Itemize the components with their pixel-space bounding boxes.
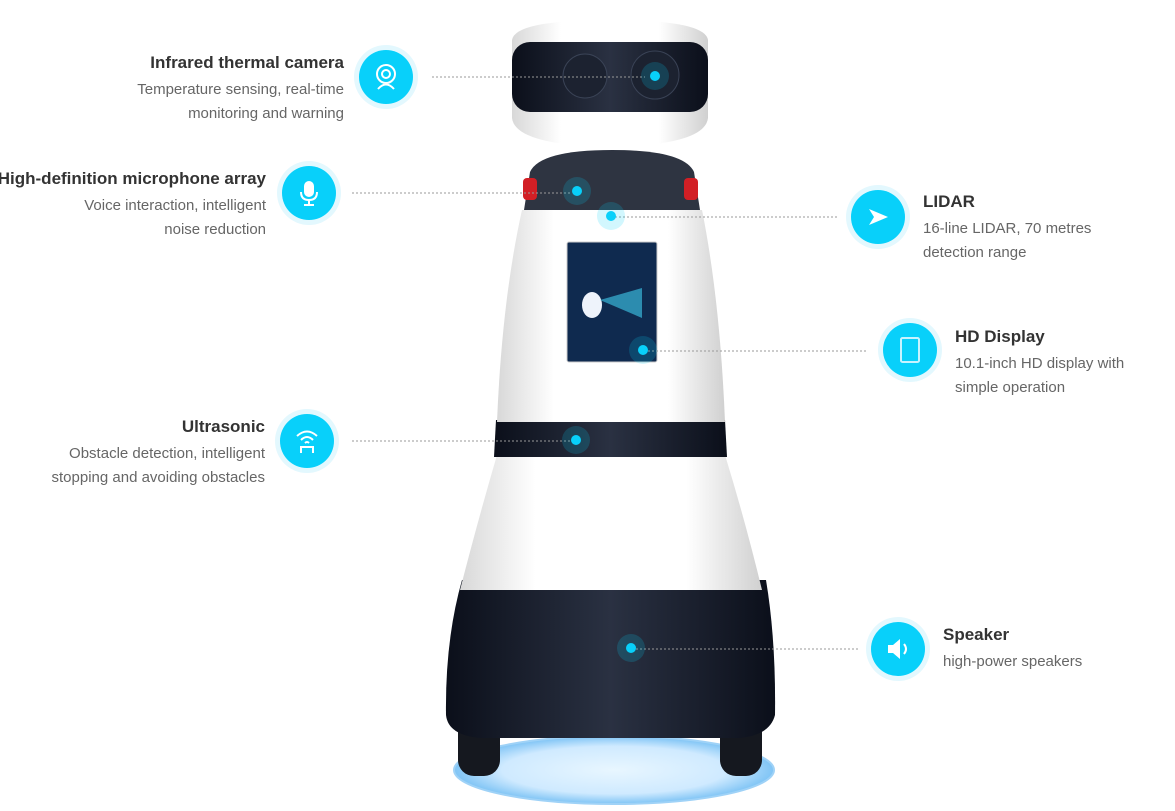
- webcam-icon: [354, 45, 418, 109]
- hotspots: [562, 62, 669, 662]
- feature-desc-line: 10.1-inch HD display with: [955, 355, 1125, 372]
- feature-ultrasonic: Ultrasonic Obstacle detection, intellige…: [0, 416, 266, 490]
- feature-speaker: Speaker high-power speakers: [943, 624, 1175, 674]
- feature-title: Speaker: [943, 625, 1010, 644]
- feature-microphone: High-definition microphone array Voice i…: [0, 168, 266, 242]
- feature-desc-line: high-power speakers: [943, 653, 1083, 670]
- ultrasonic-hotspot: [571, 435, 581, 445]
- feature-desc-line: detection range: [923, 244, 1027, 261]
- robot-base: [445, 580, 776, 738]
- feature-display: HD Display 10.1-inch HD display with sim…: [955, 326, 1175, 400]
- feature-desc-line: simple operation: [955, 379, 1066, 396]
- display-hotspot: [638, 345, 648, 355]
- ultrasonic-belt: [494, 420, 727, 457]
- feature-desc-line: noise reduction: [164, 221, 266, 238]
- feature-desc-line: stopping and avoiding obstacles: [51, 469, 266, 486]
- feature-camera: Infrared thermal camera Temperature sens…: [0, 52, 344, 126]
- robot-neck: [524, 150, 700, 210]
- tablet-icon: [878, 318, 942, 382]
- microphone-hotspot: [572, 186, 582, 196]
- navigation-arrow-icon: [846, 185, 910, 249]
- feature-title: Ultrasonic: [181, 417, 265, 436]
- speaker-icon: [866, 617, 930, 681]
- speaker-hotspot: [626, 643, 636, 653]
- feature-title: Infrared thermal camera: [150, 53, 344, 72]
- feature-desc-line: 16-line LIDAR, 70 metres: [923, 220, 1092, 237]
- ultrasonic-sensor-icon: [275, 409, 339, 473]
- feature-desc-line: monitoring and warning: [188, 105, 344, 122]
- camera-hotspot: [650, 71, 660, 81]
- feature-desc-line: Voice interaction, intelligent: [84, 197, 266, 214]
- feature-title: HD Display: [955, 327, 1045, 346]
- feature-lidar: LIDAR 16-line LIDAR, 70 metres detection…: [923, 191, 1175, 265]
- feature-desc-line: Obstacle detection, intelligent: [69, 445, 265, 462]
- feature-title: High-definition microphone array: [0, 169, 266, 188]
- callout-lines: [352, 76, 868, 650]
- robot-lower-body: [460, 455, 762, 590]
- feature-desc-line: Temperature sensing, real-time: [137, 81, 344, 98]
- microphone-icon: [277, 161, 341, 225]
- feature-title: LIDAR: [923, 192, 975, 211]
- lidar-hotspot: [606, 211, 616, 221]
